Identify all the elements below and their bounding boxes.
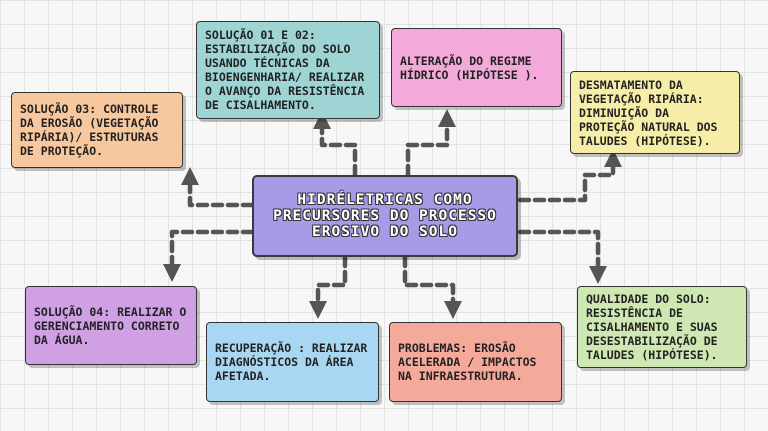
connector-solucao-04: [163, 229, 255, 282]
central-topic: HIDRÉLETRICAS COMO PRECURSORES DO PROCES…: [252, 175, 518, 257]
node-alteracao-regime: ALTERAÇÃO DO REGIME HÍDRICO (HIPÓTESE ).: [391, 28, 562, 107]
node-solucao-03-text: SOLUÇÃO 03: CONTROLE DA EROSÃO (VEGETAÇÃ…: [20, 102, 159, 158]
node-recuperacao-text: RECUPERAÇÃO : REALIZAR DIAGNÓSTICOS DA Á…: [215, 341, 368, 383]
node-qualidade-solo: QUALIDADE DO SOLO: RESISTÊNCIA DE CISALH…: [577, 286, 747, 368]
node-alteracao-regime-text: ALTERAÇÃO DO REGIME HÍDRICO (HIPÓTESE ).: [400, 53, 539, 82]
node-solucao-04-text: SOLUÇÃO 04: REALIZAR O GERENCIAMENTO COR…: [34, 304, 187, 347]
node-recuperacao: RECUPERAÇÃO : REALIZAR DIAGNÓSTICOS DA Á…: [206, 322, 379, 402]
node-qualidade-solo-text: QUALIDADE DO SOLO: RESISTÊNCIA DE CISALH…: [586, 292, 718, 362]
connector-alteracao-regime: [405, 109, 456, 178]
connector-solucao-03: [181, 167, 255, 208]
connector-qualidade-solo: [517, 229, 607, 284]
node-desmatamento-text: DESMATAMENTO DA VEGETAÇÃO RIPÁRIA: DIMIN…: [579, 77, 718, 148]
connector-problemas: [402, 254, 462, 319]
node-desmatamento: DESMATAMENTO DA VEGETAÇÃO RIPÁRIA: DIMIN…: [570, 71, 740, 154]
node-problemas-text: PROBLEMAS: EROSÃO ACELERADA / IMPACTOS N…: [398, 341, 537, 383]
connector-solucao-01-02: [313, 111, 358, 178]
central-topic-title: HIDRÉLETRICAS COMO PRECURSORES DO PROCES…: [273, 192, 497, 240]
node-solucao-01-02: SOLUÇÃO 01 E 02: ESTABILIZAÇÃO DO SOLO U…: [196, 21, 380, 119]
connector-recuperacao: [309, 254, 348, 319]
node-solucao-04: SOLUÇÃO 04: REALIZAR O GERENCIAMENTO COR…: [25, 286, 197, 365]
connector-desmatamento: [517, 149, 622, 203]
node-solucao-01-02-text: SOLUÇÃO 01 E 02: ESTABILIZAÇÃO DO SOLO U…: [205, 28, 365, 112]
node-solucao-03: SOLUÇÃO 03: CONTROLE DA EROSÃO (VEGETAÇÃ…: [11, 92, 183, 168]
node-problemas: PROBLEMAS: EROSÃO ACELERADA / IMPACTOS N…: [389, 322, 562, 402]
